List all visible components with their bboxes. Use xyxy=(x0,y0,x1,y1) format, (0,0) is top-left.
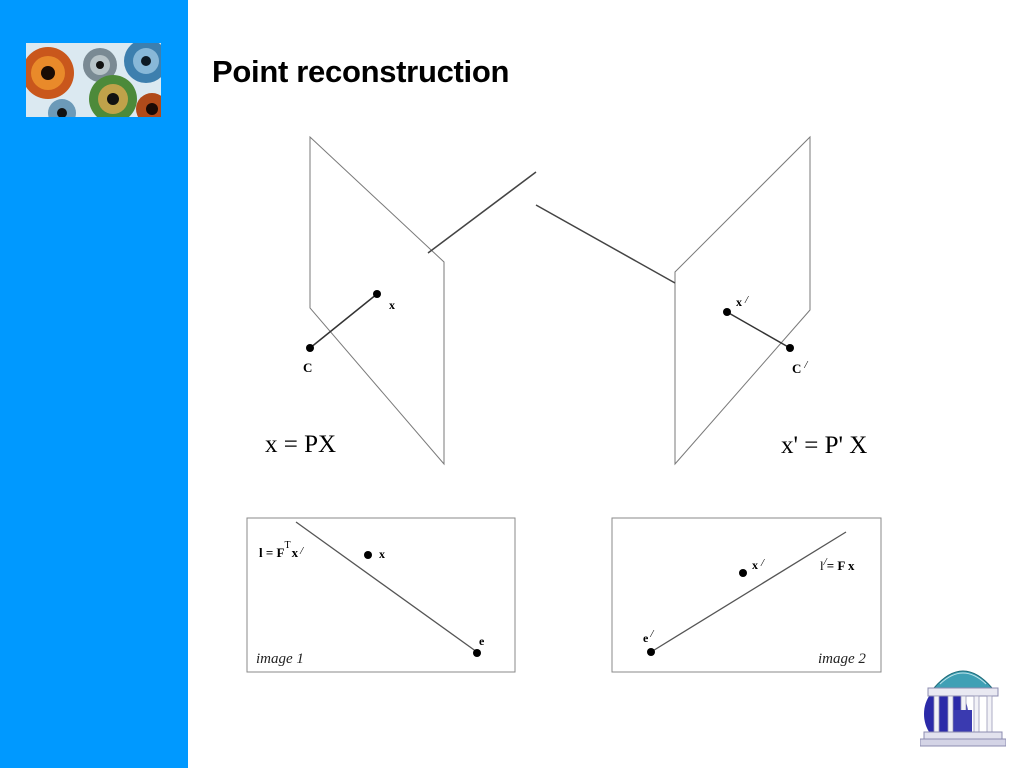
image2-point xyxy=(739,569,747,577)
image1-caption: image 1 xyxy=(256,651,304,667)
right-image-point xyxy=(723,308,731,316)
image1-point-label: x xyxy=(379,547,385,561)
left-center-label: C xyxy=(303,360,312,375)
image1-point xyxy=(364,551,372,559)
image1-epipole xyxy=(473,649,481,657)
right-camera-center xyxy=(786,344,794,352)
image2-line-equation: l/= F x xyxy=(820,556,855,573)
left-image-plane xyxy=(309,135,445,466)
right-center-label: C/ xyxy=(792,359,808,376)
right-point-label: x/ xyxy=(736,294,749,309)
left-projection-line xyxy=(309,293,378,349)
left-image-point xyxy=(373,290,381,298)
right-ray xyxy=(535,204,676,284)
image1-line-equation: l = FTx/ xyxy=(259,540,304,560)
image2-caption: image 2 xyxy=(818,651,866,667)
old-well-logo-icon xyxy=(919,658,1007,750)
right-image-plane xyxy=(674,135,811,466)
left-equation: x = PX xyxy=(265,431,336,458)
left-ray xyxy=(427,171,537,254)
image2-epipolar-line xyxy=(650,531,847,653)
sidebar-band xyxy=(0,0,188,768)
image1-frame xyxy=(246,517,516,673)
image1-epipole-label: e xyxy=(479,634,485,648)
right-equation: x' = P' X xyxy=(781,432,867,459)
image2-point-label: x/ xyxy=(752,557,765,572)
eyes-logo-icon xyxy=(26,43,161,117)
left-point-label: x xyxy=(389,298,395,312)
image2-epipole xyxy=(647,648,655,656)
image2-epipole-label: e/ xyxy=(643,628,654,645)
image2-frame xyxy=(611,517,882,673)
right-projection-line xyxy=(726,311,791,349)
slide-title: Point reconstruction xyxy=(212,54,510,89)
left-camera-center xyxy=(306,344,314,352)
image1-epipolar-line xyxy=(295,521,478,653)
